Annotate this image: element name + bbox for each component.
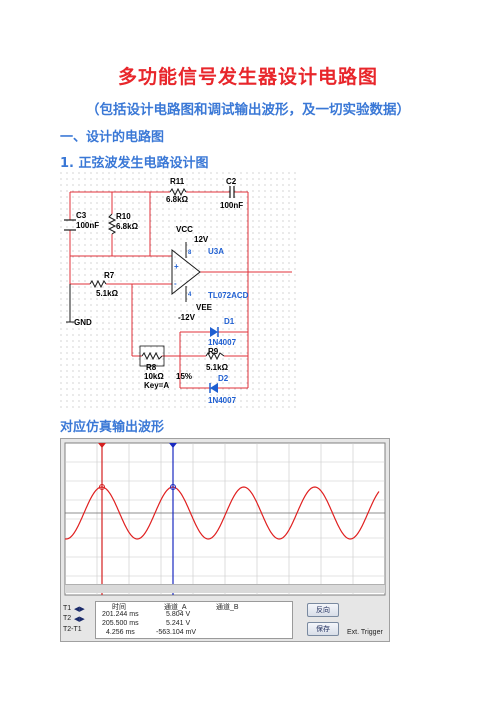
opamp-u3a — [171, 242, 201, 302]
circuit-diagram: R11 6.8kΩ C2 100nF C3 100nF R10 6.8kΩ VC… — [60, 172, 297, 408]
header-time: 时间 — [112, 604, 126, 611]
page-subtitle: （包括设计电路图和调试输出波形，及一切实验数据） — [86, 102, 410, 118]
pin-8: 8 — [188, 250, 192, 256]
row-label-t1: T1 — [63, 605, 72, 612]
grid-background — [60, 172, 297, 408]
r11-label: R11 — [170, 177, 185, 186]
gnd-label: GND — [74, 318, 92, 327]
t1-channel-a: 5.804 V — [166, 611, 191, 618]
resistor-r7 — [89, 279, 107, 289]
r8-label: R8 — [146, 363, 157, 372]
capacitor-c3 — [64, 219, 76, 231]
vcc-label: VCC — [176, 225, 193, 234]
pin-plus: + — [174, 262, 179, 271]
readout-panel: T1 T2 T2-T1 ◀▶ ◀▶ 时间 通道_A 通道_B 201.244 m… — [61, 599, 389, 641]
r11-value: 6.8kΩ — [166, 195, 189, 204]
circuit-schematic: R11 6.8kΩ C2 100nF C3 100nF R10 6.8kΩ VC… — [60, 172, 297, 408]
c3-label: C3 — [76, 211, 87, 220]
subsection-heading: 1. 正弦波发生电路设计图 — [60, 156, 209, 171]
scope-grid — [65, 443, 385, 595]
header-channel-b: 通道_B — [216, 604, 239, 611]
save-button[interactable]: 保存 — [307, 622, 339, 636]
pin-4: 4 — [188, 292, 192, 298]
d1-label: D1 — [224, 317, 235, 326]
t2-arrows[interactable]: ◀▶ — [74, 615, 85, 623]
resistor-r9 — [205, 351, 225, 361]
resistor-r11 — [169, 187, 187, 197]
page-title: 多功能信号发生器设计电路图 — [117, 66, 378, 88]
row-label-t2: T2 — [63, 615, 72, 622]
cursor-t2-marker — [170, 484, 176, 490]
cursor-t1-marker — [99, 484, 105, 490]
ext-trigger-label: Ext. Trigger — [347, 629, 383, 636]
pin-minus: - — [174, 279, 177, 288]
oscilloscope-window: T1 T2 T2-T1 ◀▶ ◀▶ 时间 通道_A 通道_B 201.244 m… — [60, 438, 390, 642]
vcc-voltage: 12V — [194, 235, 209, 244]
t2-channel-a: 5.241 V — [166, 620, 191, 627]
circuit-wires — [69, 191, 292, 389]
r9-label: R9 — [208, 347, 219, 356]
diode-d2 — [209, 383, 218, 393]
c2-label: C2 — [226, 177, 237, 186]
opamp-model: TL072ACD — [208, 291, 249, 300]
c3-value: 100nF — [76, 221, 99, 230]
header-channel-a: 通道_A — [164, 604, 187, 611]
row-label-t2-t1: T2-T1 — [63, 626, 82, 633]
r8-key: Key=A — [144, 381, 169, 390]
t1-arrows[interactable]: ◀▶ — [74, 605, 85, 613]
capacitor-c2 — [229, 186, 235, 198]
t2-time: 205.500 ms — [102, 620, 139, 627]
d2-value: 1N4007 — [208, 396, 237, 405]
scope-scrollbar[interactable] — [65, 584, 385, 593]
sine-waveform — [64, 486, 380, 540]
readout-table: 时间 通道_A 通道_B 201.244 ms 5.804 V 205.500 … — [95, 601, 293, 639]
resistor-r10 — [107, 213, 117, 235]
r8-percent: 15% — [176, 372, 192, 381]
cursor-t1-handle[interactable] — [98, 443, 106, 448]
r10-label: R10 — [116, 212, 131, 221]
c2-value: 100nF — [220, 201, 243, 210]
cursor-t2-handle[interactable] — [169, 443, 177, 448]
d1-value: 1N4007 — [208, 338, 237, 347]
vee-voltage: -12V — [178, 313, 196, 322]
diode-d1 — [210, 327, 219, 337]
u3a-label: U3A — [208, 247, 224, 256]
delta-time: 4.256 ms — [106, 629, 135, 636]
waveform-caption: 对应仿真输出波形 — [60, 420, 165, 435]
r7-value: 5.1kΩ — [96, 289, 119, 298]
delta-channel-a: -563.104 mV — [156, 629, 197, 636]
vee-label: VEE — [196, 303, 213, 312]
r10-value: 6.8kΩ — [116, 222, 139, 231]
reverse-button[interactable]: 反向 — [307, 603, 339, 617]
section-heading: 一、设计的电路图 — [60, 130, 165, 145]
r7-label: R7 — [104, 271, 115, 280]
t1-time: 201.244 ms — [102, 611, 139, 618]
r9-value: 5.1kΩ — [206, 363, 229, 372]
potentiometer-r8 — [139, 345, 165, 367]
d2-label: D2 — [218, 374, 229, 383]
r8-value: 10kΩ — [144, 372, 164, 381]
oscilloscope-screen — [64, 442, 386, 596]
